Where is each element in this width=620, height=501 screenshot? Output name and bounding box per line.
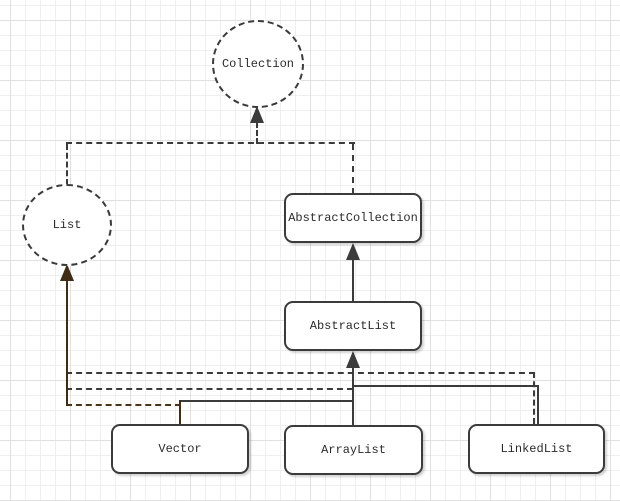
- edge-abstractcollection-to-bus: [352, 144, 354, 194]
- edge-abstractlist-extends: [352, 245, 354, 301]
- node-vector[interactable]: Vector: [111, 424, 249, 474]
- edge-implements-trunk: [66, 281, 68, 406]
- node-list-label: List: [52, 218, 82, 232]
- edge-vector-extends-v: [179, 400, 181, 424]
- node-abstract-list[interactable]: AbstractList: [284, 301, 422, 351]
- edge-vector-implements-h: [66, 404, 181, 406]
- node-linkedlist[interactable]: LinkedList: [468, 424, 605, 474]
- edge-linkedlist-extends-h: [352, 385, 539, 387]
- edge-collection-stem: [256, 122, 258, 144]
- node-list[interactable]: List: [22, 184, 112, 266]
- arrowhead-into-collection: [250, 106, 264, 123]
- node-abstract-collection[interactable]: AbstractCollection: [284, 193, 422, 243]
- edge-linkedlist-implements-h: [66, 372, 535, 374]
- edge-linkedlist-extends-v: [537, 385, 539, 424]
- arrowhead-into-list: [60, 264, 74, 281]
- edge-list-to-bus: [66, 144, 68, 185]
- node-abstract-list-label: AbstractList: [309, 319, 397, 333]
- edge-linkedlist-implements-v: [533, 372, 535, 424]
- edge-collection-bus: [66, 142, 355, 144]
- node-vector-label: Vector: [158, 442, 202, 456]
- node-abstract-collection-label: AbstractCollection: [288, 211, 418, 225]
- edge-arraylist-extends: [352, 353, 354, 426]
- arrowhead-into-abstractlist: [346, 351, 360, 368]
- node-arraylist[interactable]: ArrayList: [284, 425, 423, 475]
- node-arraylist-label: ArrayList: [321, 443, 386, 457]
- arrowhead-into-abstractcollection: [346, 243, 360, 260]
- node-collection[interactable]: Collection: [212, 20, 304, 108]
- edge-arraylist-implements-h: [66, 388, 353, 390]
- edge-vector-extends-h: [180, 400, 353, 402]
- node-linkedlist-label: LinkedList: [500, 442, 573, 456]
- node-collection-label: Collection: [221, 57, 294, 71]
